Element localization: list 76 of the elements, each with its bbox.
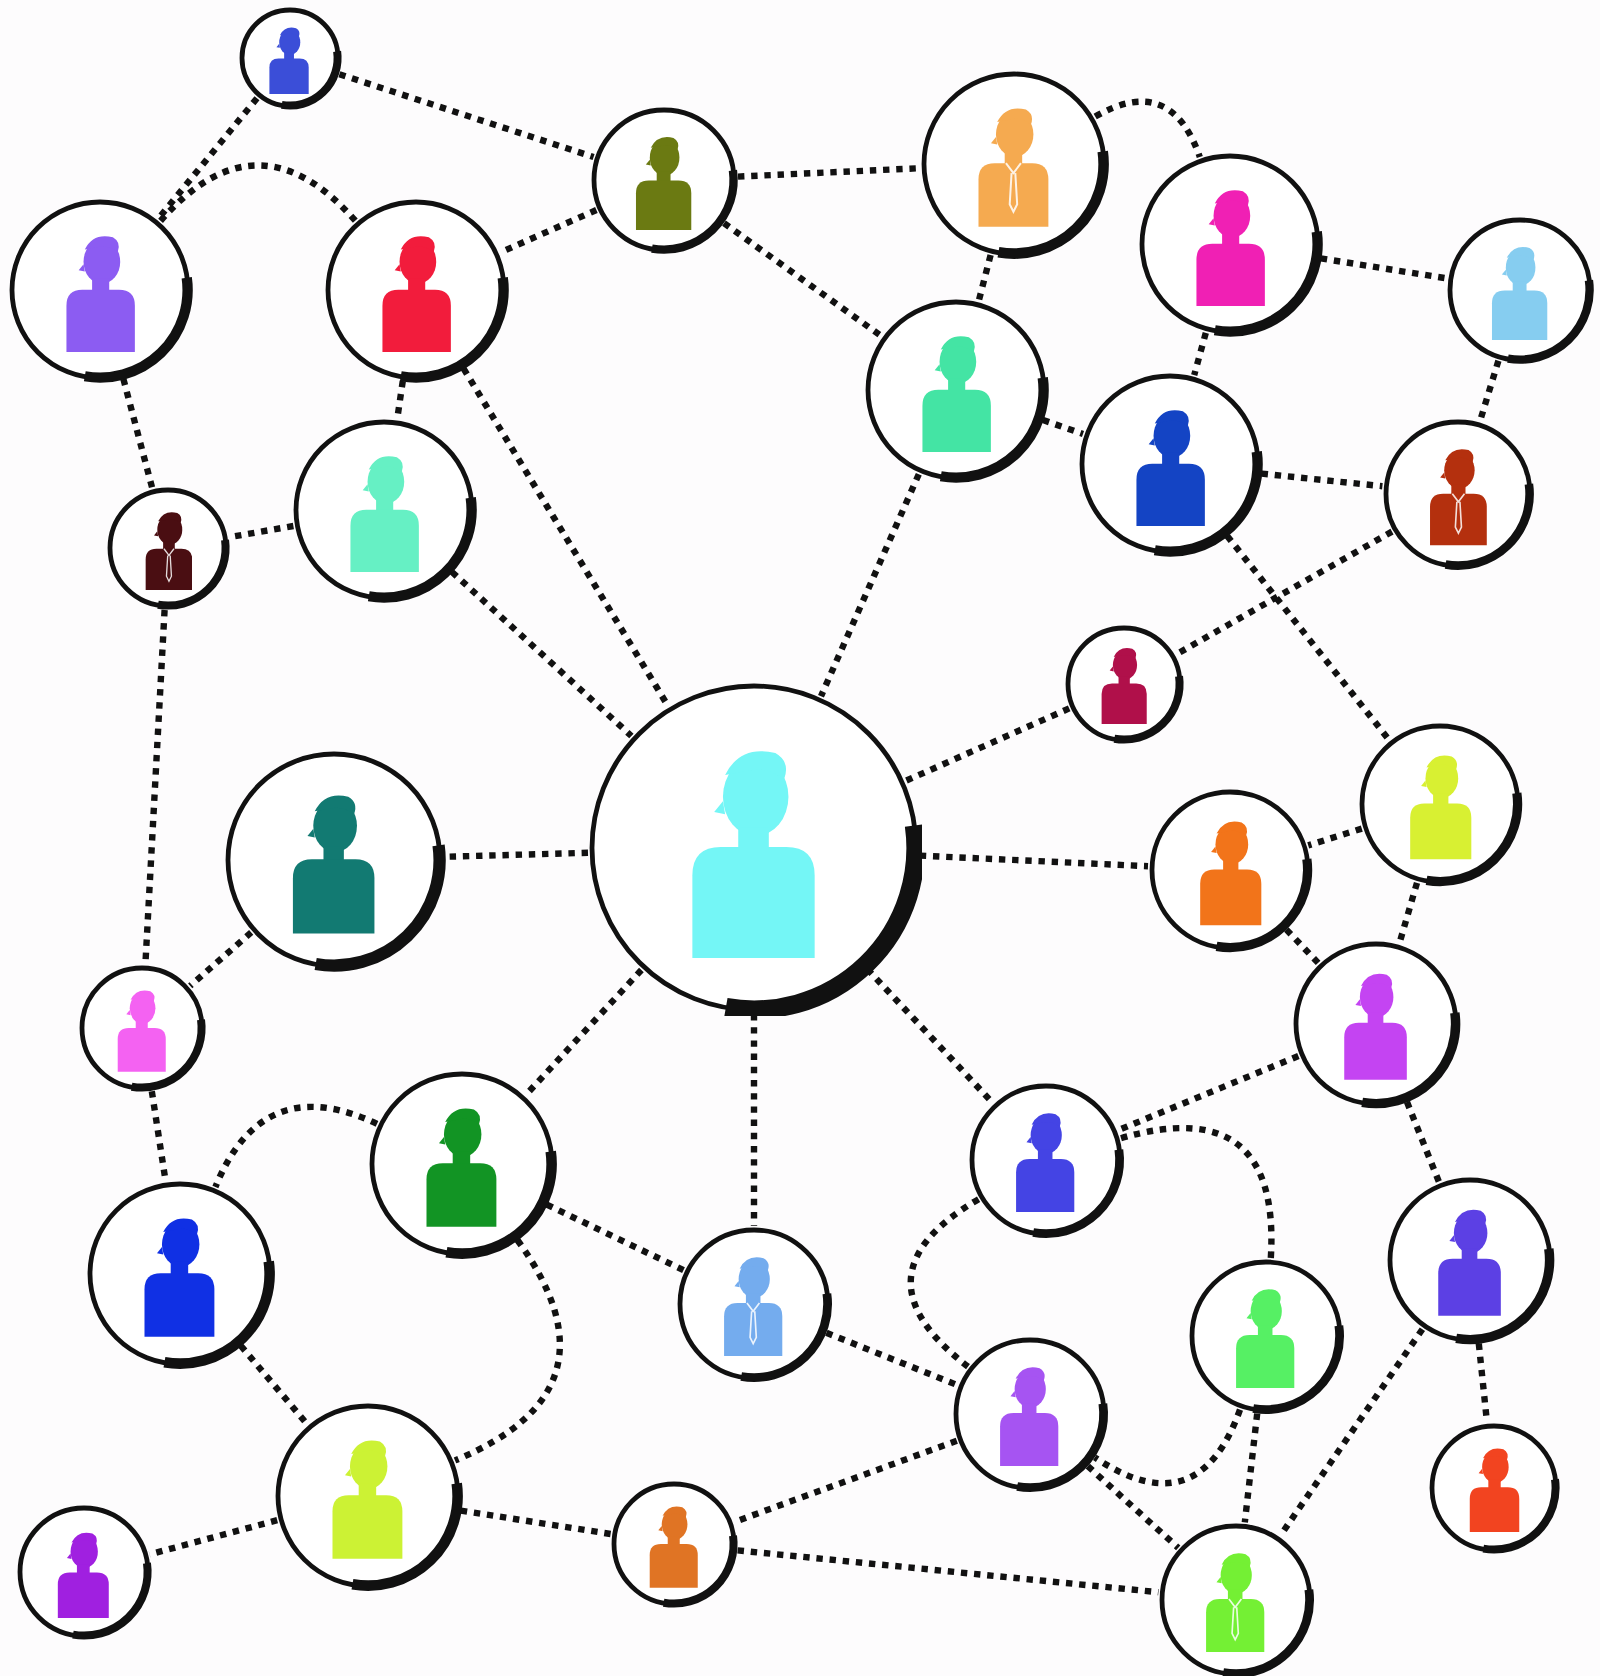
- dotted-connector: [449, 569, 634, 739]
- dotted-connector: [722, 220, 884, 339]
- dotted-connector: [545, 1201, 685, 1274]
- avatar-circle: [966, 1080, 1126, 1240]
- dotted-connector: [975, 254, 994, 302]
- dotted-connector: [460, 366, 671, 708]
- dotted-connector: [1093, 98, 1203, 159]
- avatar-circle: [588, 104, 740, 256]
- dotted-connector: [158, 162, 358, 223]
- dotted-connector: [1174, 528, 1394, 658]
- dotted-connector: [460, 1507, 612, 1538]
- avatar-circle: [1444, 214, 1596, 366]
- dotted-connector: [212, 1103, 379, 1189]
- dotted-connector: [1284, 927, 1321, 966]
- avatar-circle: [222, 748, 446, 972]
- dotted-connector: [733, 1437, 958, 1525]
- dotted-connector: [188, 930, 254, 989]
- dotted-connector: [338, 71, 595, 161]
- dotted-connector: [1307, 825, 1363, 849]
- avatar-circle: [674, 1224, 834, 1384]
- dotted-connector: [1093, 1408, 1243, 1487]
- avatar-circle: [366, 1068, 558, 1260]
- avatar-circle: [1380, 416, 1536, 572]
- dotted-connector: [1404, 1100, 1442, 1184]
- avatar-circle: [586, 680, 922, 1016]
- avatar-circle: [1076, 370, 1264, 558]
- dotted-connector: [1261, 470, 1383, 490]
- dotted-connector: [155, 96, 260, 221]
- dotted-connector: [142, 609, 168, 965]
- dotted-connector: [907, 1196, 981, 1370]
- dotted-connector: [818, 472, 922, 698]
- dotted-connector: [1277, 1327, 1426, 1538]
- avatar-circle: [1426, 1420, 1562, 1556]
- dotted-connector: [1241, 1413, 1261, 1523]
- avatar-circle: [1136, 150, 1324, 338]
- dotted-connector: [453, 1238, 563, 1464]
- dotted-connector: [825, 1329, 959, 1389]
- dotted-connector: [1041, 416, 1085, 438]
- dotted-connector: [1224, 534, 1392, 742]
- avatar-circle: [1384, 1174, 1556, 1346]
- dotted-connector: [1117, 1053, 1300, 1134]
- dotted-connector: [148, 1090, 169, 1182]
- avatar-circle: [1146, 786, 1314, 954]
- avatar-circle: [14, 1502, 154, 1642]
- avatar-circle: [862, 296, 1050, 484]
- avatar-circle: [918, 68, 1110, 260]
- avatar-circle: [1290, 938, 1462, 1110]
- avatar-circle: [322, 196, 510, 384]
- dotted-connector: [1120, 1125, 1275, 1259]
- dotted-connector: [238, 1343, 310, 1427]
- dotted-connector: [120, 378, 156, 489]
- avatar-circle: [1356, 720, 1524, 888]
- avatar-circle: [608, 1478, 740, 1610]
- dotted-connector: [1476, 359, 1502, 423]
- dotted-connector: [737, 165, 921, 180]
- dotted-connector: [737, 1547, 1159, 1596]
- dotted-connector: [1320, 255, 1448, 282]
- avatar-circle: [84, 1178, 276, 1370]
- avatar-circle: [104, 484, 232, 612]
- avatar-circle: [1062, 622, 1186, 746]
- dotted-connector: [394, 380, 406, 420]
- dotted-connector: [1396, 881, 1421, 945]
- dotted-connector: [750, 1014, 758, 1226]
- dotted-connector: [1085, 1463, 1181, 1551]
- avatar-circle: [76, 962, 208, 1094]
- dotted-connector: [904, 705, 1071, 784]
- avatar-circle: [950, 1334, 1110, 1494]
- dotted-connector: [865, 967, 996, 1106]
- avatar-circle: [272, 1400, 464, 1592]
- avatar-circle: [1186, 1256, 1346, 1416]
- dotted-connector: [523, 967, 644, 1098]
- avatar-circle: [6, 196, 194, 384]
- dotted-connector: [1191, 331, 1209, 377]
- dotted-connector: [919, 852, 1149, 870]
- avatar-circle: [236, 4, 344, 112]
- avatar-circle: [290, 416, 478, 604]
